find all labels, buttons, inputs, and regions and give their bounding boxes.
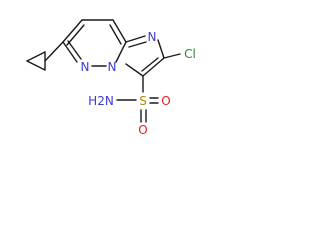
atom-chlorine: Cl bbox=[184, 47, 196, 61]
atom-n-imidazole: N bbox=[148, 30, 157, 44]
bond-c8a-n1-double bbox=[128, 41, 147, 48]
bond-n1-c2 bbox=[157, 39, 165, 59]
bond-c8a-n1 bbox=[125, 35, 146, 43]
bond-c2-c3 bbox=[142, 57, 165, 77]
bond-cyclopropyl-2 bbox=[26, 60, 46, 71]
bond-c8-c8a bbox=[112, 19, 127, 43]
bonds bbox=[26, 19, 181, 123]
atom-oxygen-top: O bbox=[161, 94, 170, 108]
bond-cyclopropyl-1 bbox=[26, 51, 46, 62]
atom-n-bridgehead: N bbox=[108, 60, 117, 74]
atom-amine: H2N bbox=[88, 94, 114, 108]
atom-labels: N N N Cl S O O H2N bbox=[81, 30, 196, 137]
bond-c2-cl bbox=[163, 53, 181, 59]
atom-sulfur: S bbox=[139, 94, 147, 108]
bond-cyclopropyl-c6 bbox=[44, 41, 64, 62]
bond-c3-n4 bbox=[125, 63, 144, 77]
bond-c6-c7 bbox=[62, 19, 83, 43]
atom-n-pyridazine: N bbox=[81, 60, 90, 74]
atom-oxygen-bottom: O bbox=[138, 123, 147, 137]
bond-n5-c6 bbox=[62, 41, 78, 63]
bond-c8-c8a-double bbox=[109, 24, 122, 45]
bond-c8a-n4 bbox=[115, 41, 127, 63]
molecule-structure: N N N Cl S O O H2N bbox=[26, 19, 196, 137]
bond-c2-c3-double bbox=[141, 57, 159, 72]
bond-n5-c6-double bbox=[67, 40, 82, 60]
bond-c6-c7-double bbox=[66, 24, 85, 46]
